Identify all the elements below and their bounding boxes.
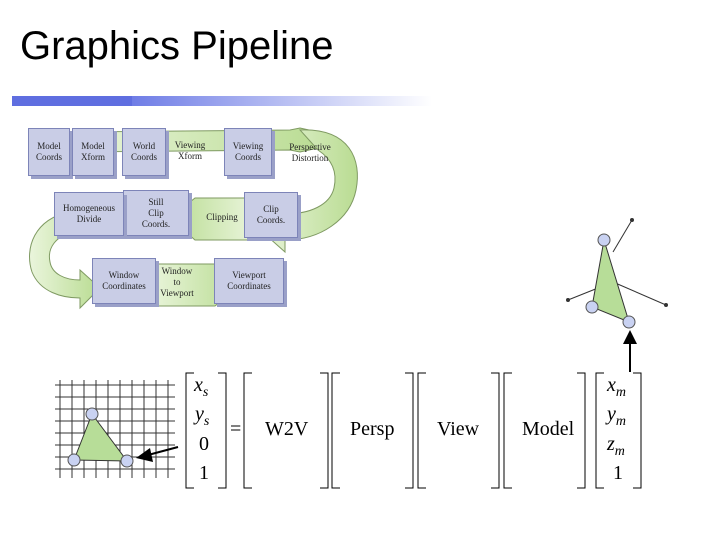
model-vertex-left [585, 300, 599, 314]
arrow-left-line [147, 446, 179, 456]
model-vertex-right [622, 315, 636, 329]
eq-w2v: W2V [265, 418, 309, 440]
label-window-to-viewport: Window to Viewport [160, 266, 194, 298]
screen-triangle [73, 412, 129, 462]
box-homogeneous-divide: Homogeneous Divide [54, 192, 124, 236]
axis-z-end [630, 218, 634, 222]
screen-vertex-left [67, 453, 81, 467]
box-model-coords: Model Coords [28, 128, 70, 176]
eq-one-right: 1 [613, 462, 623, 484]
label-clipping: Clipping [206, 212, 238, 222]
matrix-brackets [185, 372, 642, 489]
eq-zero: 0 [199, 433, 209, 455]
eq-equals: = [230, 418, 242, 440]
screen-vertex-right [120, 454, 134, 468]
box-window-coordinates: Window Coordinates [92, 258, 156, 304]
label-perspective-distortion: Perspective Distortion [289, 142, 331, 163]
box-still-clip-coords: Still Clip Coords. [123, 190, 189, 236]
page-title: Graphics Pipeline [20, 24, 334, 68]
eq-ym: ym [607, 403, 627, 429]
box-clip-coords: Clip Coords. [244, 192, 298, 238]
model-vertex-top [597, 233, 611, 247]
eq-one-left: 1 [199, 462, 209, 484]
box-world-coords: World Coords [122, 128, 166, 176]
eq-zm: zm [607, 433, 625, 459]
eq-model: Model [522, 418, 575, 440]
screen-vertex-top [85, 407, 99, 421]
axis-x-end [664, 303, 668, 307]
arrow-up-head [623, 330, 637, 344]
box-viewing-coords: Viewing Coords [224, 128, 272, 176]
box-viewport-coordinates: Viewport Coordinates [214, 258, 284, 304]
eq-xm: xm [607, 374, 627, 400]
eq-ys: ys [195, 403, 210, 429]
title-underline-bar [12, 96, 432, 106]
box-model-xform: Model Xform [72, 128, 114, 176]
label-viewing-xform: Viewing Xform [174, 140, 206, 161]
axis-y-end [566, 298, 570, 302]
model-triangle [591, 239, 630, 323]
arrow-left-head [136, 448, 153, 462]
axis-z-line [612, 219, 633, 253]
eq-xs: xs [194, 374, 209, 400]
eq-persp: Persp [350, 418, 395, 440]
arrow-curve-left [29, 211, 101, 310]
axis-x-line [612, 281, 667, 306]
eq-view: View [437, 418, 480, 440]
